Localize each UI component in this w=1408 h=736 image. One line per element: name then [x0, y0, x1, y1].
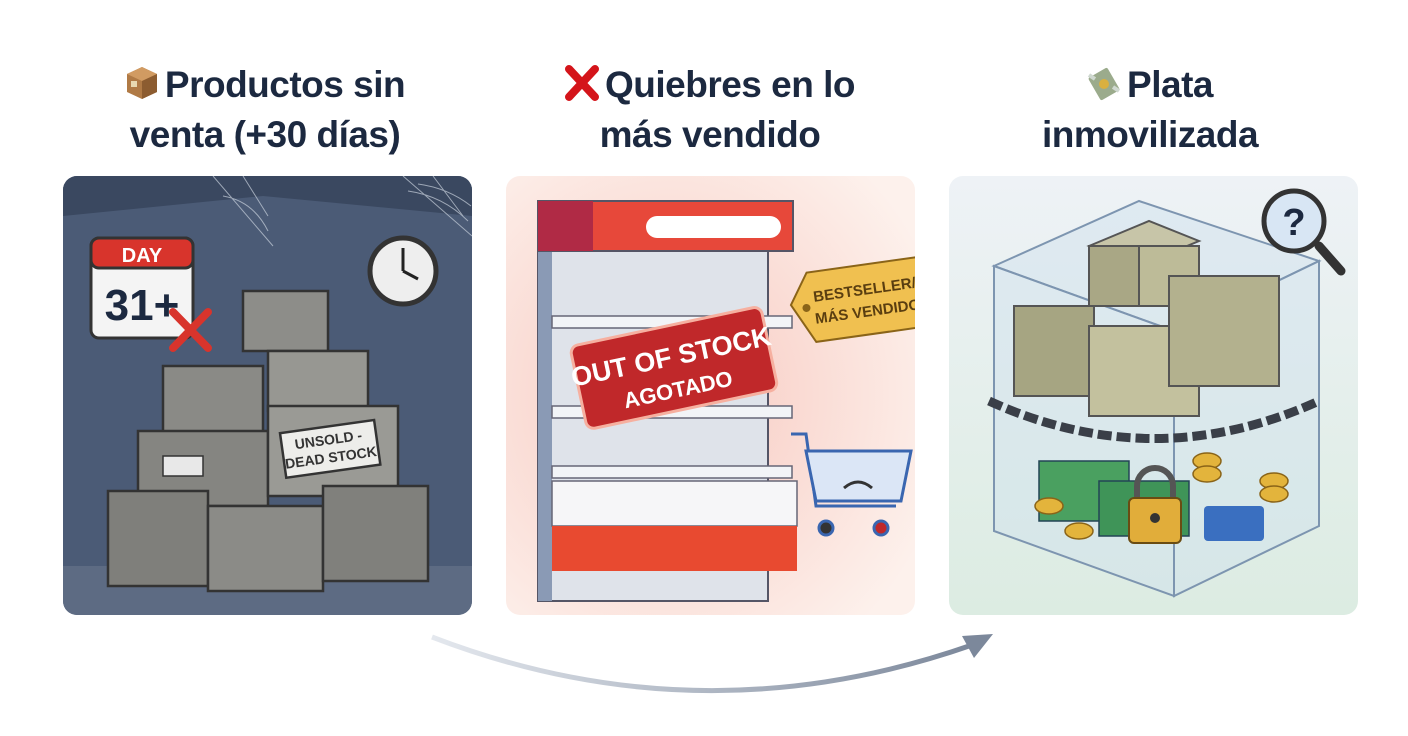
- arrowhead-icon: [962, 634, 993, 658]
- calendar-header: DAY: [122, 245, 163, 267]
- box-stack: UNSOLD - DEAD STOCK: [106, 289, 430, 593]
- bestseller-tag: BESTSELLER/ MÁS VENDIDO: [789, 255, 915, 343]
- magnifying-glass-icon: ?: [1261, 188, 1346, 276]
- tied-up-cash-illustration: ?: [949, 176, 1358, 615]
- padlock-icon: [1128, 465, 1182, 544]
- calendar-number: 31+: [105, 281, 180, 330]
- out-of-stock-illustration: OUT OF STOCK AGOTADO BESTSELLER/ MÁS VEN…: [506, 176, 915, 615]
- column-title-stockouts: Quiebres en lo más vendido: [500, 62, 920, 158]
- wall-clock-icon: [367, 235, 439, 307]
- package-icon: [125, 65, 159, 112]
- magnifier-symbol: ?: [1282, 202, 1305, 244]
- cobweb-icon: [212, 176, 472, 247]
- store-shelf: [537, 200, 798, 602]
- cross-mark-icon: [564, 65, 599, 112]
- column-title-tied-up-cash: Plata inmovilizada: [1041, 64, 1259, 155]
- out-of-stock-sign: OUT OF STOCK AGOTADO: [568, 306, 779, 430]
- sad-shopping-cart-icon: [791, 432, 913, 537]
- money-with-wings-icon: [1087, 65, 1121, 112]
- dead-stock-illustration: DAY 31+ UNSOLD - DEAD STOCK: [63, 176, 472, 615]
- box-stack: [1013, 219, 1280, 417]
- calendar-icon: DAY 31+: [89, 236, 212, 352]
- chain: [987, 396, 1321, 443]
- column-title-dead-stock: Productos sin venta (+30 días): [55, 62, 475, 158]
